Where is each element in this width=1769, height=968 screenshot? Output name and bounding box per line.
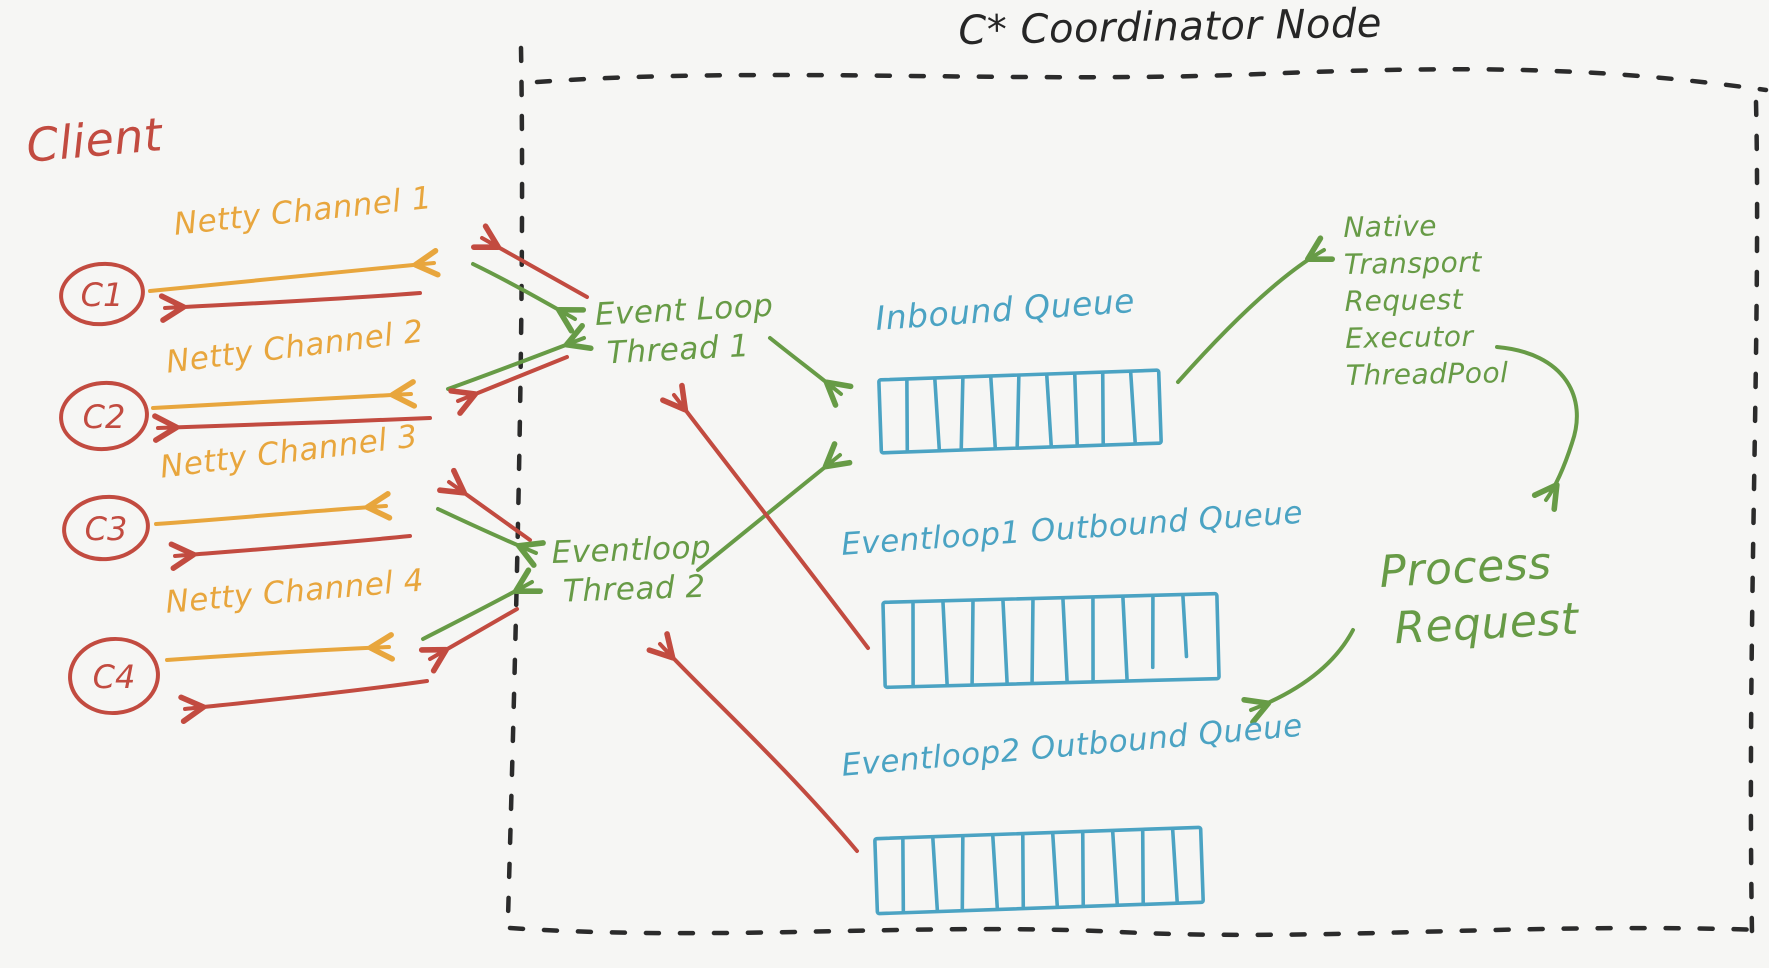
executor-to-process-arrow: [1495, 345, 1579, 512]
client-c1-circle: [59, 261, 145, 327]
outbound-queue2-cell-dividers: [901, 827, 1180, 913]
coordinator-border-right: [1748, 99, 1760, 935]
netty-channel-4-response-arrow: [178, 679, 429, 725]
eventloop1-to-inbound-queue-arrow: [768, 336, 854, 408]
process-request-label: Process Request: [1378, 534, 1580, 658]
coordinator-border-top: [534, 67, 1769, 93]
netty-channel-3-response-arrow: [168, 534, 412, 571]
netty-channel-1-request-arrow: [148, 248, 441, 293]
eventloop2-to-inbound-queue-arrow: [696, 441, 853, 572]
outbound-queue1-to-eventloop1-arrow: [660, 382, 870, 650]
inbound-queue-box: [877, 368, 1163, 455]
eventloop2-to-channel3-arrow: [437, 467, 532, 542]
process-request-line1: Process: [1378, 537, 1553, 598]
eventloop-thread2-line1: Eventloop: [551, 529, 712, 571]
outbound-queue1-box: [881, 591, 1221, 690]
netty-channel-2-response-arrow: [152, 413, 432, 443]
netty-channel-1-response-arrow: [158, 291, 422, 323]
eventloop1-to-channel2-arrow: [448, 355, 569, 416]
client-c2-circle: [59, 380, 149, 452]
eventloop-thread1-label: Event Loop Thread 1: [594, 287, 776, 374]
channel1-to-eventloop1-arrow: [471, 262, 587, 334]
executor-line-transport: Transport: [1343, 245, 1483, 281]
client-c3-circle: [62, 494, 150, 562]
client-c4-circle: [68, 636, 160, 716]
eventloop-thread2-line2: Thread 2: [562, 568, 707, 610]
coordinator-border-left: [505, 45, 525, 921]
executor-line-executor: Executor: [1344, 319, 1474, 355]
netty-channel-2-request-arrow: [151, 379, 418, 410]
channel3-to-eventloop2-arrow: [436, 507, 546, 568]
client-label: Client: [24, 107, 165, 173]
inbound-queue-cell-dividers: [905, 371, 1137, 452]
client-node-c1: C1: [80, 276, 124, 314]
outbound-queue1-cell-dividers: [911, 593, 1189, 687]
channel4-to-eventloop2-arrow: [421, 567, 544, 641]
process-request-line2: Request: [1393, 593, 1580, 655]
process-to-outbound-queue2-arrow: [1241, 628, 1355, 725]
outbound-queue2-to-eventloop2-arrow: [646, 631, 859, 853]
eventloop-thread2-label: Eventloop Thread 2: [551, 528, 713, 611]
netty-channel-4-request-arrow: [165, 632, 395, 662]
coordinator-node-title: C* Coordinator Node: [958, 0, 1383, 54]
executor-line-native: Native: [1343, 209, 1438, 244]
eventloop2-to-channel4-arrow: [418, 607, 519, 674]
coordinator-border-bottom: [507, 925, 1765, 938]
inbound-queue-to-executor-arrow: [1176, 235, 1336, 384]
executor-line-threadpool: ThreadPool: [1345, 355, 1509, 392]
client-node-c2: C2: [82, 398, 126, 436]
channel2-to-eventloop1-arrow: [446, 323, 594, 391]
eventloop1-to-channel1-arrow: [470, 223, 589, 299]
executor-line-request: Request: [1344, 282, 1464, 318]
outbound-queue2-box: [873, 825, 1205, 916]
netty-channel-3-request-arrow: [154, 491, 393, 526]
client-node-c4: C4: [92, 658, 136, 696]
native-transport-executor-label: Native Transport Request Executor Thread…: [1343, 207, 1509, 395]
client-node-c3: C3: [84, 510, 128, 548]
